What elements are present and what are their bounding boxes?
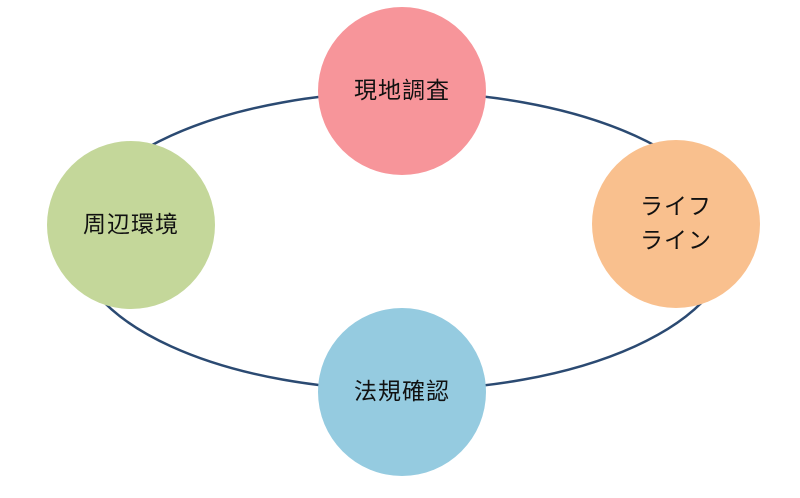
node-surroundings: 周辺環境 bbox=[47, 141, 215, 309]
node-regulation-check: 法規確認 bbox=[318, 308, 486, 476]
node-site-survey: 現地調査 bbox=[318, 7, 486, 175]
node-regulation-check-label: 法規確認 bbox=[354, 379, 450, 405]
node-surroundings-label: 周辺環境 bbox=[83, 212, 179, 238]
node-lifeline: ライフ ライン bbox=[592, 140, 760, 308]
node-lifeline-label: ライフ ライン bbox=[640, 194, 712, 254]
node-site-survey-label: 現地調査 bbox=[354, 78, 450, 104]
